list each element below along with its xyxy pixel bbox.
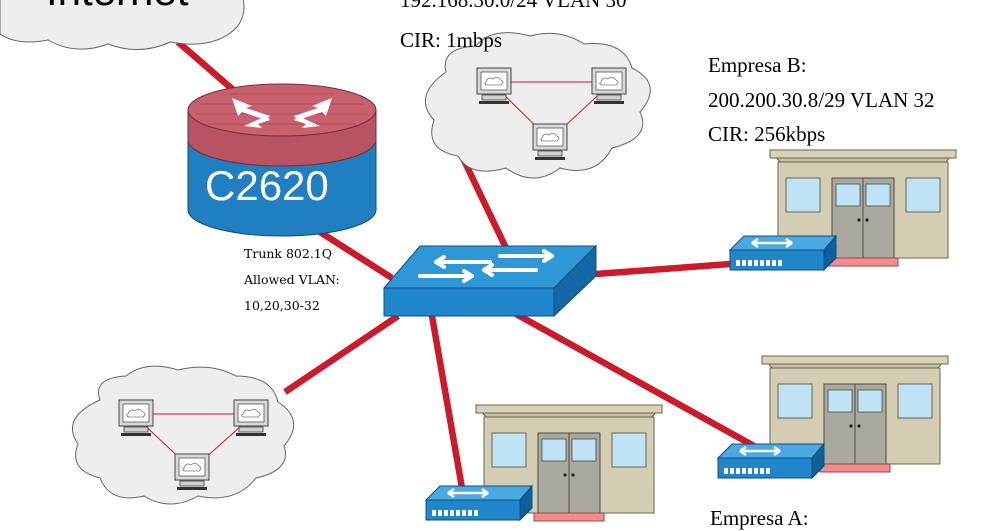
empresa-b-subnet: 200.200.30.8/29 VLAN 32 [708,88,935,112]
link-switch-empresa-b [595,260,731,278]
workstation-icon [532,123,568,161]
workstation-icon [476,67,512,105]
workstation-icon [118,399,154,437]
empresa-b-cir: CIR: 256kbps [708,122,826,146]
allowed-vlan-list: 10,20,30-32 [244,298,320,313]
core-switch [382,244,598,318]
empresa-b-title: Empresa B: [708,53,807,77]
link-switch-left-cloud [283,313,400,395]
empresa-a-switch [716,442,826,480]
link-internet-router [175,39,241,97]
allowed-vlan-label: Allowed VLAN: [244,272,340,287]
trunk-label: Trunk 802.1Q [244,246,332,261]
top-network-cloud [425,32,651,179]
left-network-cloud [71,365,294,505]
top-network-cir: CIR: 1mbps [400,28,503,52]
link-top-cloud-switch [457,150,509,250]
workstation-icon [591,67,627,105]
internet-label: Internet [46,0,189,14]
router-label: C2620 [205,162,329,209]
router-arrows-icon [232,98,332,128]
internet-cloud: Internet [0,0,245,51]
network-links [175,39,756,489]
empresa-b-switch [728,234,838,272]
router-c2620: C2620 [187,83,377,237]
workstation-icon [233,399,269,437]
link-router-switch [318,229,394,281]
workstation-icon [174,453,210,491]
bottom-switch [424,484,534,522]
link-switch-bottom-switch [428,315,466,489]
link-switch-empresa-a [514,311,756,449]
top-network-subnet: 192.168.30.0/24 VLAN 30 [400,0,627,12]
switch-arrows-icon [418,249,554,283]
empresa-a-title: Empresa A: [710,506,809,530]
